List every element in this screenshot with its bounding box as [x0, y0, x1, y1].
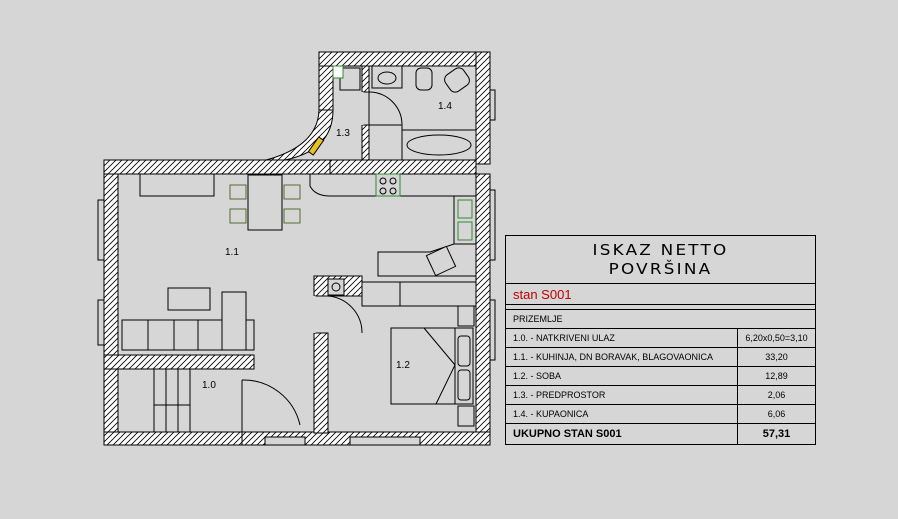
legend-row: 1.0. - NATKRIVENI ULAZ 6,20x0,50=3,10 [506, 329, 815, 348]
room-label-1-0: 1.0 [202, 380, 216, 391]
kitchen-units [309, 173, 477, 277]
area-legend-table: ISKAZ NETTO POVRŠINA stan S001 PRIZEMLJE… [505, 235, 816, 445]
bedroom-furniture [327, 278, 477, 427]
legend-row-name: 1.3. - PREDPROSTOR [506, 386, 738, 404]
legend-row-name: 1.2. - SOBA [506, 367, 738, 385]
legend-row-value: 12,89 [765, 371, 788, 381]
room-label-1-3: 1.3 [336, 128, 350, 139]
legend-row-name: 1.4. - KUPAONICA [506, 405, 738, 423]
legend-total-label: UKUPNO STAN S001 [506, 424, 738, 445]
legend-row: 1.1. - KUHINJA, DN BORAVAK, BLAGOVAONICA… [506, 348, 815, 367]
legend-total-value: 57,31 [762, 428, 791, 440]
legend-title-line-1: ISKAZ NETTO [592, 241, 729, 259]
legend-row-value: 33,20 [765, 352, 788, 362]
legend-row-value: 6,20x0,50=3,10 [745, 333, 808, 343]
legend-total-row: UKUPNO STAN S001 57,31 [506, 424, 815, 445]
living-furniture [121, 173, 301, 351]
legend-spacer [506, 305, 815, 310]
entrance-stairs [153, 368, 191, 433]
legend-row-value: 2,06 [767, 390, 786, 400]
legend-row-value: 6,06 [767, 409, 786, 419]
bathroom-fixtures [332, 65, 477, 161]
legend-unit-name: stan S001 [506, 284, 815, 305]
legend-title: ISKAZ NETTO POVRŠINA [506, 236, 815, 284]
room-label-1-1: 1.1 [225, 247, 239, 258]
windows [97, 89, 496, 446]
legend-row: 1.2. - SOBA 12,89 [506, 367, 815, 386]
legend-row: 1.3. - PREDPROSTOR 2,06 [506, 386, 815, 405]
room-label-1-2: 1.2 [396, 360, 410, 371]
legend-row-name: 1.0. - NATKRIVENI ULAZ [506, 329, 738, 347]
legend-row: 1.4. - KUPAONICA 6,06 [506, 405, 815, 424]
legend-floor-label: PRIZEMLJE [506, 310, 815, 329]
room-label-1-4: 1.4 [438, 101, 452, 112]
doors [241, 91, 403, 432]
legend-row-name: 1.1. - KUHINJA, DN BORAVAK, BLAGOVAONICA [506, 348, 738, 366]
legend-title-line-2: POVRŠINA [608, 260, 713, 278]
